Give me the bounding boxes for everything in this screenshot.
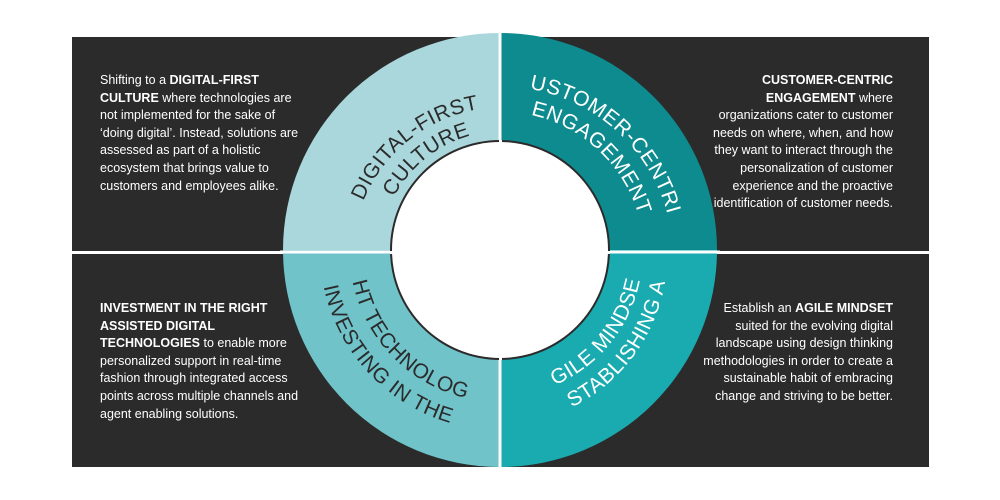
segment-agile-mindset (500, 250, 717, 467)
description-text-bold: AGILE MINDSET (795, 301, 893, 315)
description-text-bold: INVESTMENT IN THE RIGHT ASSISTED DIGITAL… (100, 301, 268, 351)
segment-digital-first-culture (283, 33, 500, 250)
description-digital-first-culture: Shifting to a DIGITAL-FIRST CULTURE wher… (100, 72, 300, 195)
segment-investing-right-technologies (283, 250, 500, 467)
description-text-post: to enable more personalized support in r… (100, 336, 299, 421)
description-text-post: suited for the evolving digital landscap… (703, 318, 893, 403)
segment-customer-centric-engagement (500, 33, 717, 250)
description-text-pre: Shifting to a (100, 73, 170, 87)
description-text-post: where organizations cater to customer ne… (713, 90, 893, 211)
description-text-post: where technologies are not implemented f… (100, 90, 299, 193)
description-agile-mindset: Establish an AGILE MINDSET suited for th… (700, 300, 893, 406)
description-text-bold: DIGITAL-FIRST CULTURE (100, 73, 259, 105)
description-customer-centric-engagement: CUSTOMER-CENTRIC ENGAGEMENT where organi… (690, 72, 893, 213)
description-text-pre: Establish an (723, 301, 796, 315)
description-investing-right-technologies: INVESTMENT IN THE RIGHT ASSISTED DIGITAL… (100, 300, 310, 423)
ring-center (392, 142, 608, 358)
description-text-bold: CUSTOMER-CENTRIC ENGAGEMENT (761, 73, 893, 105)
